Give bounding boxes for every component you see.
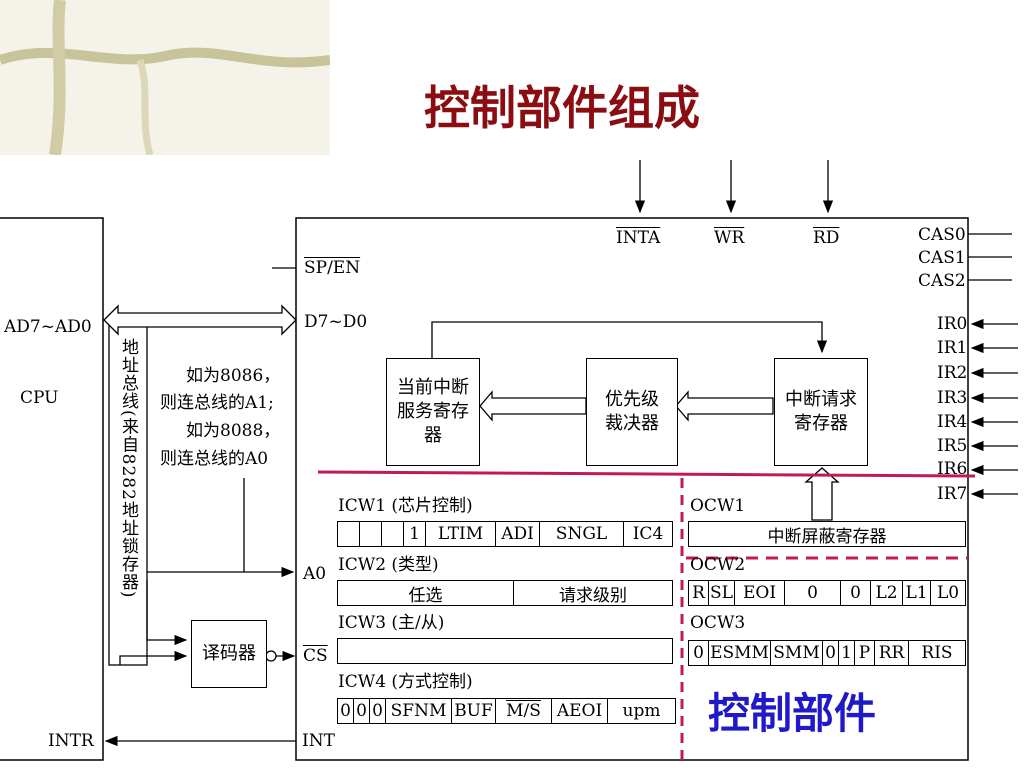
icw1-bit-4: 1 bbox=[404, 522, 426, 546]
icw4-bit-7: 0 bbox=[338, 699, 354, 723]
icw4-bit-6: 0 bbox=[354, 699, 370, 723]
pin-inta: INTA bbox=[616, 228, 661, 248]
icw4-aeoi: AEOI bbox=[552, 699, 608, 723]
ocw1-label: OCW1 bbox=[690, 496, 746, 516]
ocw3-ris: RIS bbox=[921, 643, 953, 663]
pin-wr: WR bbox=[714, 228, 745, 248]
pin-ir3: IR3 bbox=[937, 388, 968, 408]
pin-data: D7~D0 bbox=[304, 312, 368, 332]
ocw3-bit-7: 0 bbox=[689, 641, 709, 665]
icw4-sfnm: SFNM bbox=[386, 699, 452, 723]
ocw2-bit-3: 0 bbox=[841, 581, 871, 605]
icw4-register: 0 0 0 SFNM BUF M/S AEOI upm bbox=[337, 698, 676, 724]
ocw2-sl: SL bbox=[709, 581, 735, 605]
ocw3-esmm: ESMM bbox=[709, 641, 771, 665]
ocw3-smm: SMM bbox=[771, 641, 823, 665]
decoder-block: 译码器 bbox=[191, 620, 267, 688]
pin-ir5: IR5 bbox=[937, 436, 968, 456]
isr-label: 当前中断服务寄存器 bbox=[397, 377, 469, 446]
ocw3-register: 0 ESMM SMM 0 1 P RR RIS bbox=[688, 640, 966, 666]
ocw2-label: OCW2 bbox=[690, 555, 746, 575]
icw3-register bbox=[337, 638, 673, 664]
ocw3-bit-3: 1 bbox=[839, 641, 855, 665]
icw1-bit-6 bbox=[360, 522, 382, 546]
note-line-4: 则连总线的A0 bbox=[160, 449, 269, 469]
icw4-label: ICW4 (方式控制) bbox=[338, 672, 473, 692]
icw1-ic4: IC4 bbox=[632, 524, 664, 544]
ocw2-r: R bbox=[689, 581, 709, 605]
isr-block: 当前中断服务寄存器 bbox=[386, 358, 480, 466]
ocw2-l0: L0 bbox=[936, 583, 960, 603]
pin-sp-en: SP/EN bbox=[304, 258, 361, 278]
irr-label: 中断请求寄存器 bbox=[785, 389, 857, 434]
icw1-adi: ADI bbox=[496, 522, 540, 546]
ocw3-bit-4: 0 bbox=[823, 641, 839, 665]
pin-int: INT bbox=[302, 731, 335, 751]
pin-ir2: IR2 bbox=[937, 363, 968, 383]
ocw2-l1: L1 bbox=[903, 581, 931, 605]
intr-label: INTR bbox=[48, 731, 94, 751]
ocw2-l2: L2 bbox=[871, 581, 903, 605]
irr-block: 中断请求寄存器 bbox=[774, 358, 868, 466]
icw4-buf: BUF bbox=[452, 699, 496, 723]
pin-rd: RD bbox=[813, 228, 840, 248]
icw1-ltim: LTIM bbox=[426, 522, 496, 546]
note-line-2: 则连总线的A1; bbox=[160, 393, 274, 413]
ocw3-rr: RR bbox=[875, 641, 909, 665]
icw2-register: 任选 请求级别 bbox=[337, 580, 673, 606]
pin-cas1: CAS1 bbox=[918, 248, 966, 268]
cpu-bus-label: AD7~AD0 bbox=[4, 317, 92, 337]
priority-resolver-label: 优先级裁决器 bbox=[605, 389, 659, 434]
control-part-label: 控制部件 bbox=[708, 689, 877, 738]
pin-ir1: IR1 bbox=[937, 338, 968, 358]
ocw2-register: R SL EOI 0 0 L2 L1 L0 bbox=[688, 580, 966, 606]
pin-cas0: CAS0 bbox=[918, 225, 966, 245]
icw1-bit-7 bbox=[338, 522, 360, 546]
cpu-label: CPU bbox=[20, 388, 59, 408]
priority-resolver-block: 优先级裁决器 bbox=[586, 358, 678, 466]
icw3-label: ICW3 (主/从) bbox=[338, 613, 445, 633]
icw4-bit-5: 0 bbox=[370, 699, 386, 723]
icw1-sngl: SNGL bbox=[540, 522, 624, 546]
ocw1-mask-register: 中断屏蔽寄存器 bbox=[767, 526, 887, 547]
icw4-upm: upm bbox=[622, 701, 661, 721]
decoder-label: 译码器 bbox=[202, 643, 256, 664]
icw1-label: ICW1 (芯片控制) bbox=[338, 496, 473, 516]
icw1-bit-5 bbox=[382, 522, 404, 546]
pin-ir0: IR0 bbox=[937, 314, 968, 334]
pin-ir4: IR4 bbox=[937, 412, 968, 432]
pin-a0: A0 bbox=[303, 564, 327, 584]
pin-ir6: IR6 bbox=[937, 459, 968, 479]
decorative-vine-graphic bbox=[0, 0, 330, 155]
note-line-1: 如为8086， bbox=[186, 366, 281, 386]
ocw3-p: P bbox=[855, 641, 875, 665]
ocw2-eoi: EOI bbox=[735, 581, 785, 605]
ocw3-label: OCW3 bbox=[690, 613, 746, 633]
page-title: 控制部件组成 bbox=[424, 81, 700, 135]
icw2-request-level: 请求级别 bbox=[559, 585, 627, 606]
icw4-ms: M/S bbox=[496, 699, 552, 723]
ocw1-register: 中断屏蔽寄存器 bbox=[688, 521, 966, 547]
pin-cs: CS bbox=[303, 646, 328, 666]
pin-cas2: CAS2 bbox=[918, 271, 966, 291]
ocw2-bit-4: 0 bbox=[785, 581, 841, 605]
icw2-optional: 任选 bbox=[338, 581, 514, 606]
address-latch-label: 地址总线(来自8282地址锁存器) bbox=[118, 338, 138, 599]
pin-ir7: IR7 bbox=[937, 484, 968, 504]
note-line-3: 如为8088， bbox=[186, 421, 281, 441]
icw1-register: 1 LTIM ADI SNGL IC4 bbox=[337, 521, 673, 547]
icw2-label: ICW2 (类型) bbox=[338, 555, 439, 575]
